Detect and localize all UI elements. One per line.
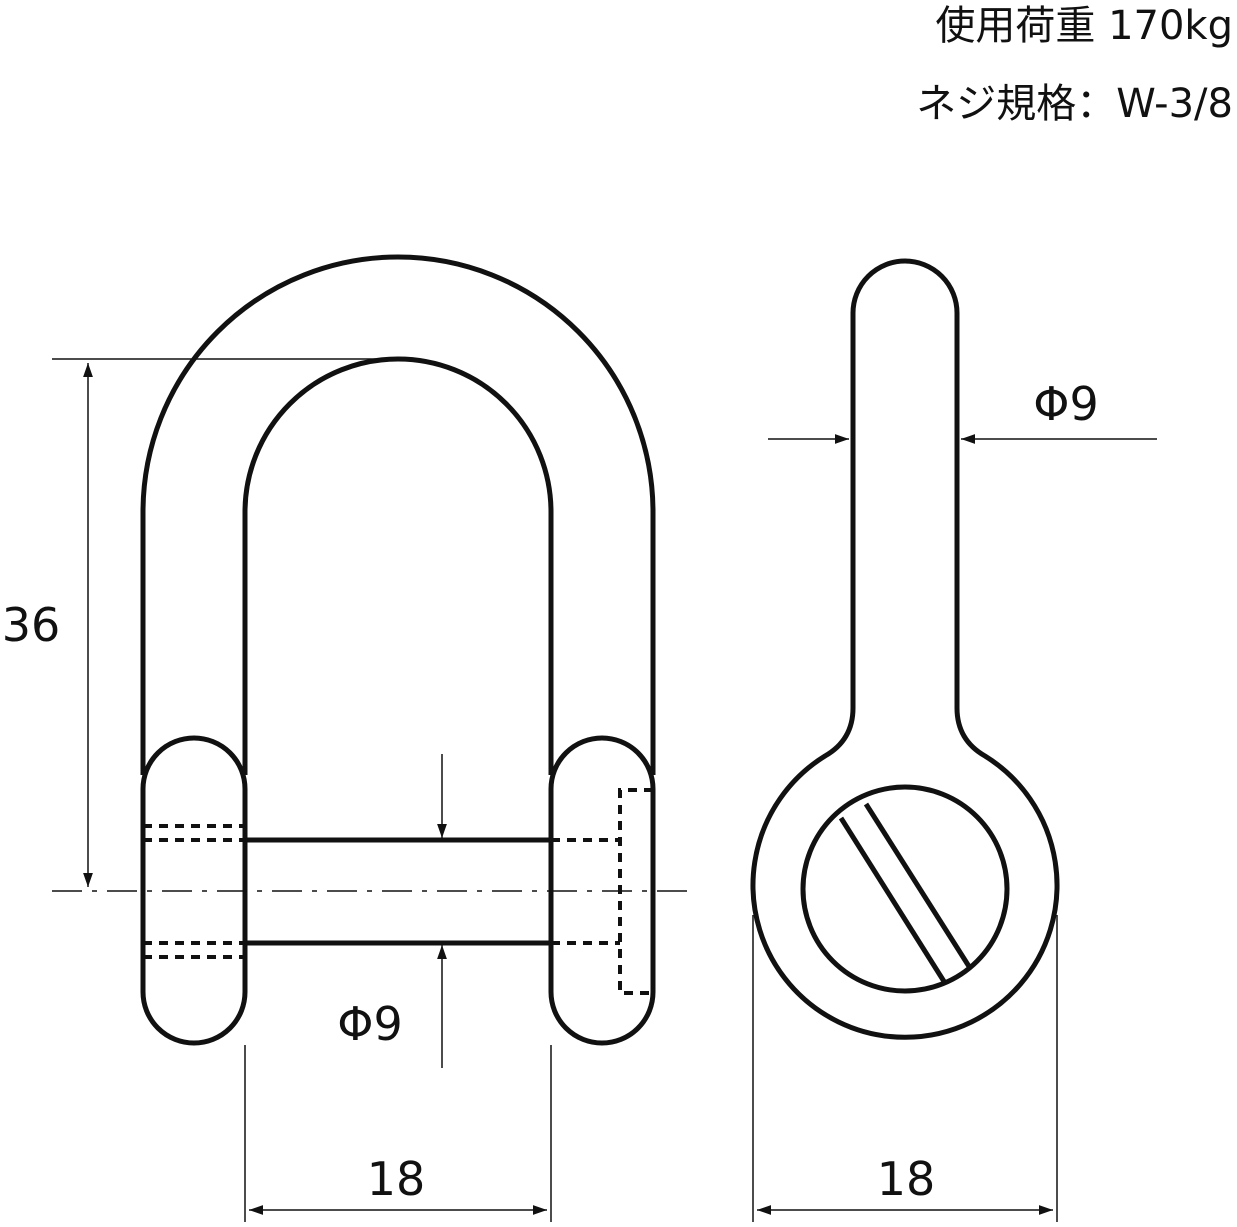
pin-head-circle bbox=[800, 784, 1010, 994]
dim-inner-height-label: 36 bbox=[2, 598, 61, 652]
shackle-front-view bbox=[140, 254, 656, 1046]
slot-line-2 bbox=[863, 802, 973, 970]
thread-spec-label: ネジ規格：W-3/8 bbox=[916, 81, 1233, 127]
dim-eye-width bbox=[752, 915, 1058, 1222]
shackle-outer-outline bbox=[140, 254, 656, 775]
dim-eye-width-label: 18 bbox=[877, 1152, 936, 1206]
pin-body-outline bbox=[750, 258, 1060, 1040]
working-load-label: 使用荷重 170kg bbox=[935, 3, 1233, 49]
dim-body-diameter-label: Φ9 bbox=[1033, 377, 1098, 431]
pin-side-view bbox=[750, 258, 1060, 1040]
slot-line-1 bbox=[838, 816, 948, 985]
dim-inner-width bbox=[244, 1045, 552, 1222]
dim-inner-width-label: 18 bbox=[367, 1152, 426, 1206]
dim-pin-diameter-label: Φ9 bbox=[337, 997, 402, 1051]
shackle-inner-outline bbox=[242, 356, 554, 775]
dim-inner-height bbox=[52, 358, 398, 887]
